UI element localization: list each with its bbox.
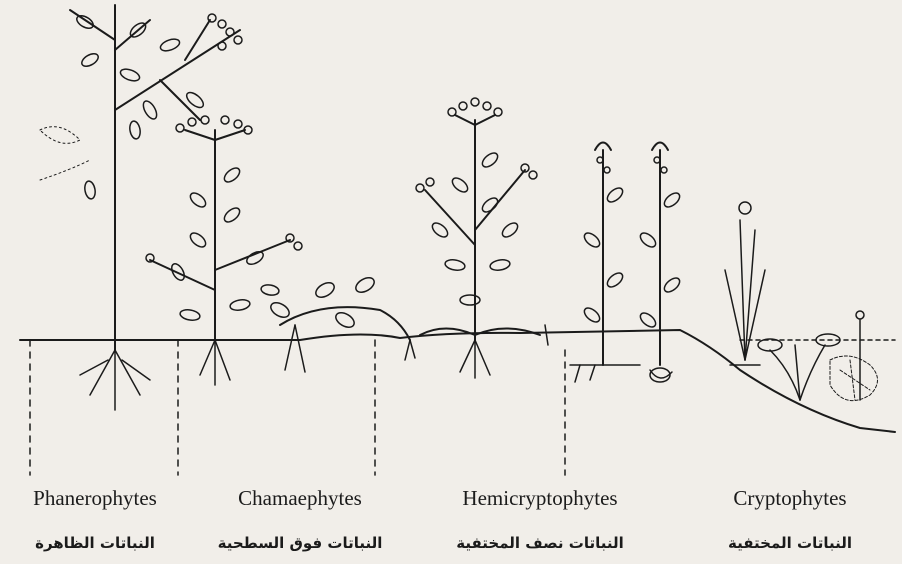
label-cryptophytes: Cryptophytes — [733, 486, 846, 511]
separator-lines — [30, 340, 565, 475]
label-hemicryptophytes: Hemicryptophytes — [462, 486, 617, 511]
soil-surface-line — [20, 330, 895, 432]
label-phanerophytes: Phanerophytes — [33, 486, 157, 511]
hemicryptophyte-figure — [416, 98, 548, 378]
label-chamaephytes-ar: النباتات فوق السطحية — [218, 534, 383, 552]
label-hemicryptophytes-ar: النباتات نصف المختفية — [456, 534, 624, 552]
label-chamaephytes: Chamaephytes — [238, 486, 362, 511]
cryptophyte-figure — [570, 143, 878, 401]
label-cryptophytes-ar: النباتات المختفية — [728, 534, 852, 552]
raunkiaer-illustration — [0, 0, 902, 480]
label-phanerophytes-ar: النباتات الظاهرة — [35, 534, 155, 552]
